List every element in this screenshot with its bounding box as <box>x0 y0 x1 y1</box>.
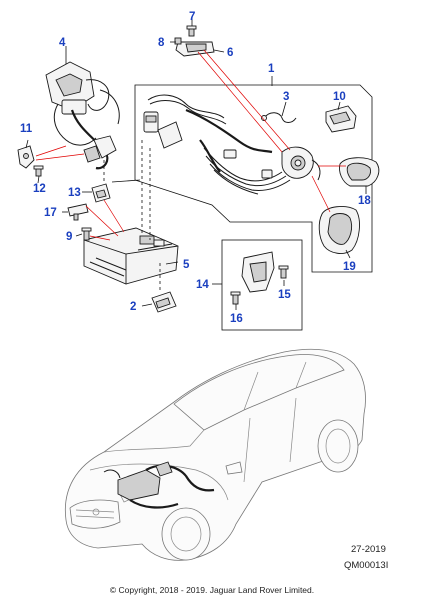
callout-17: 17 <box>44 207 57 219</box>
callout-14: 14 <box>196 279 209 291</box>
bracket-assembly-14 <box>241 251 275 293</box>
upper-harness-assembly <box>45 61 120 170</box>
callout-19: 19 <box>343 261 356 273</box>
callout-3: 3 <box>283 91 289 103</box>
mounting-bracket-11 <box>17 145 35 169</box>
leader-lines <box>25 18 367 310</box>
copyright-notice: © Copyright, 2018 - 2019. Jaguar Land Ro… <box>110 585 314 595</box>
vehicle-illustration <box>64 348 366 561</box>
callout-7: 7 <box>189 11 195 23</box>
control-module-10 <box>325 105 357 133</box>
callout-15: 15 <box>278 289 291 301</box>
bolt-12 <box>33 165 44 177</box>
harness-group-box <box>134 84 373 273</box>
top-bracket-6 <box>175 41 215 57</box>
reference-code: QM00013I <box>344 560 388 571</box>
bolt-7 <box>186 25 197 37</box>
callout-9: 9 <box>66 231 72 243</box>
screw-9 <box>81 227 92 241</box>
lower-bracket-2 <box>151 291 177 313</box>
bolt-8 <box>174 37 182 45</box>
main-wiring-harness <box>143 94 321 195</box>
callout-16: 16 <box>230 313 243 325</box>
callout-1: 1 <box>268 63 275 75</box>
callout-10: 10 <box>333 91 346 103</box>
callout-6: 6 <box>227 47 233 59</box>
callout-18: 18 <box>358 195 371 207</box>
callout-2: 2 <box>130 301 136 313</box>
bracket-13 <box>91 183 111 203</box>
clip-17 <box>67 203 89 221</box>
charge-port-housing-18 <box>339 157 380 187</box>
callout-4: 4 <box>59 37 66 49</box>
callout-13: 13 <box>68 187 81 199</box>
onboard-charger-5 <box>83 227 179 285</box>
callout-12: 12 <box>33 183 46 195</box>
bracket-group-box <box>221 239 303 331</box>
callout-11: 11 <box>20 123 33 135</box>
bolt-15 <box>278 265 289 279</box>
charge-port-flap-19 <box>318 206 360 254</box>
bolt-16 <box>230 291 241 305</box>
callout-8: 8 <box>158 37 165 49</box>
reference-date: 27-2019 <box>351 544 386 555</box>
sensor-lead-3 <box>261 112 297 123</box>
callout-5: 5 <box>183 259 190 271</box>
